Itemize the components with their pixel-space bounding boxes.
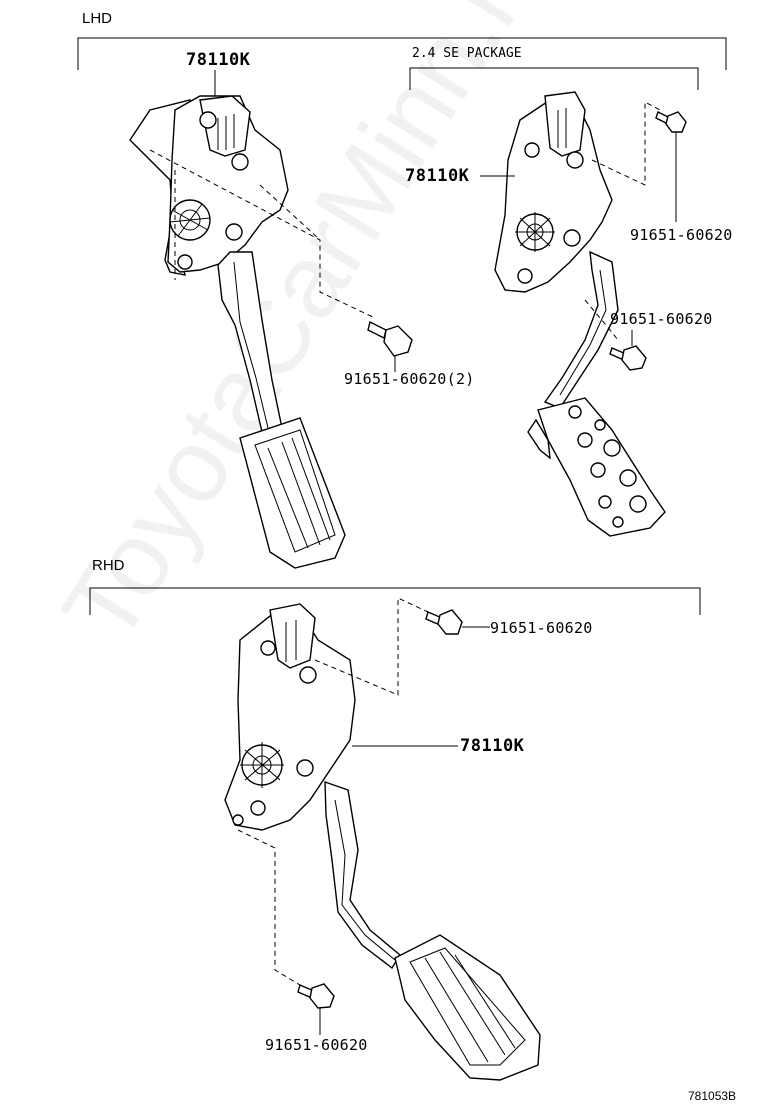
bolt-icon bbox=[297, 983, 335, 1009]
section-label-rhd: RHD bbox=[92, 557, 125, 574]
part-callout-pedal-package[interactable]: 78110K bbox=[405, 166, 470, 186]
part-callout-pedal-rhd[interactable]: 78110K bbox=[460, 736, 525, 756]
part-callout-bolt-lhd[interactable]: 91651-60620(2) bbox=[344, 370, 475, 388]
lhd-bracket bbox=[77, 37, 727, 70]
section-label-lhd: LHD bbox=[82, 10, 113, 27]
package-bracket bbox=[409, 67, 699, 90]
pedal-assembly-package bbox=[494, 91, 666, 537]
bolt-icon bbox=[367, 320, 413, 357]
part-callout-bolt-rhd-upper[interactable]: 91651-60620 bbox=[490, 619, 593, 637]
bolt-icon bbox=[609, 345, 647, 371]
part-callout-bolt-package-upper[interactable]: 91651-60620 bbox=[630, 226, 733, 244]
bolt-icon bbox=[655, 111, 687, 133]
section-label-package: 2.4 SE PACKAGE bbox=[412, 46, 522, 61]
rhd-bracket bbox=[89, 587, 701, 615]
figure-number: 781053B bbox=[688, 1089, 737, 1103]
bolt-icon bbox=[425, 609, 463, 635]
part-callout-bolt-rhd-lower[interactable]: 91651-60620 bbox=[265, 1036, 368, 1054]
pedal-assembly-lhd bbox=[129, 95, 346, 569]
part-callout-bolt-package-lower[interactable]: 91651-60620 bbox=[610, 310, 713, 328]
part-callout-pedal-lhd[interactable]: 78110K bbox=[186, 50, 251, 70]
pedal-assembly-rhd bbox=[224, 603, 541, 1081]
